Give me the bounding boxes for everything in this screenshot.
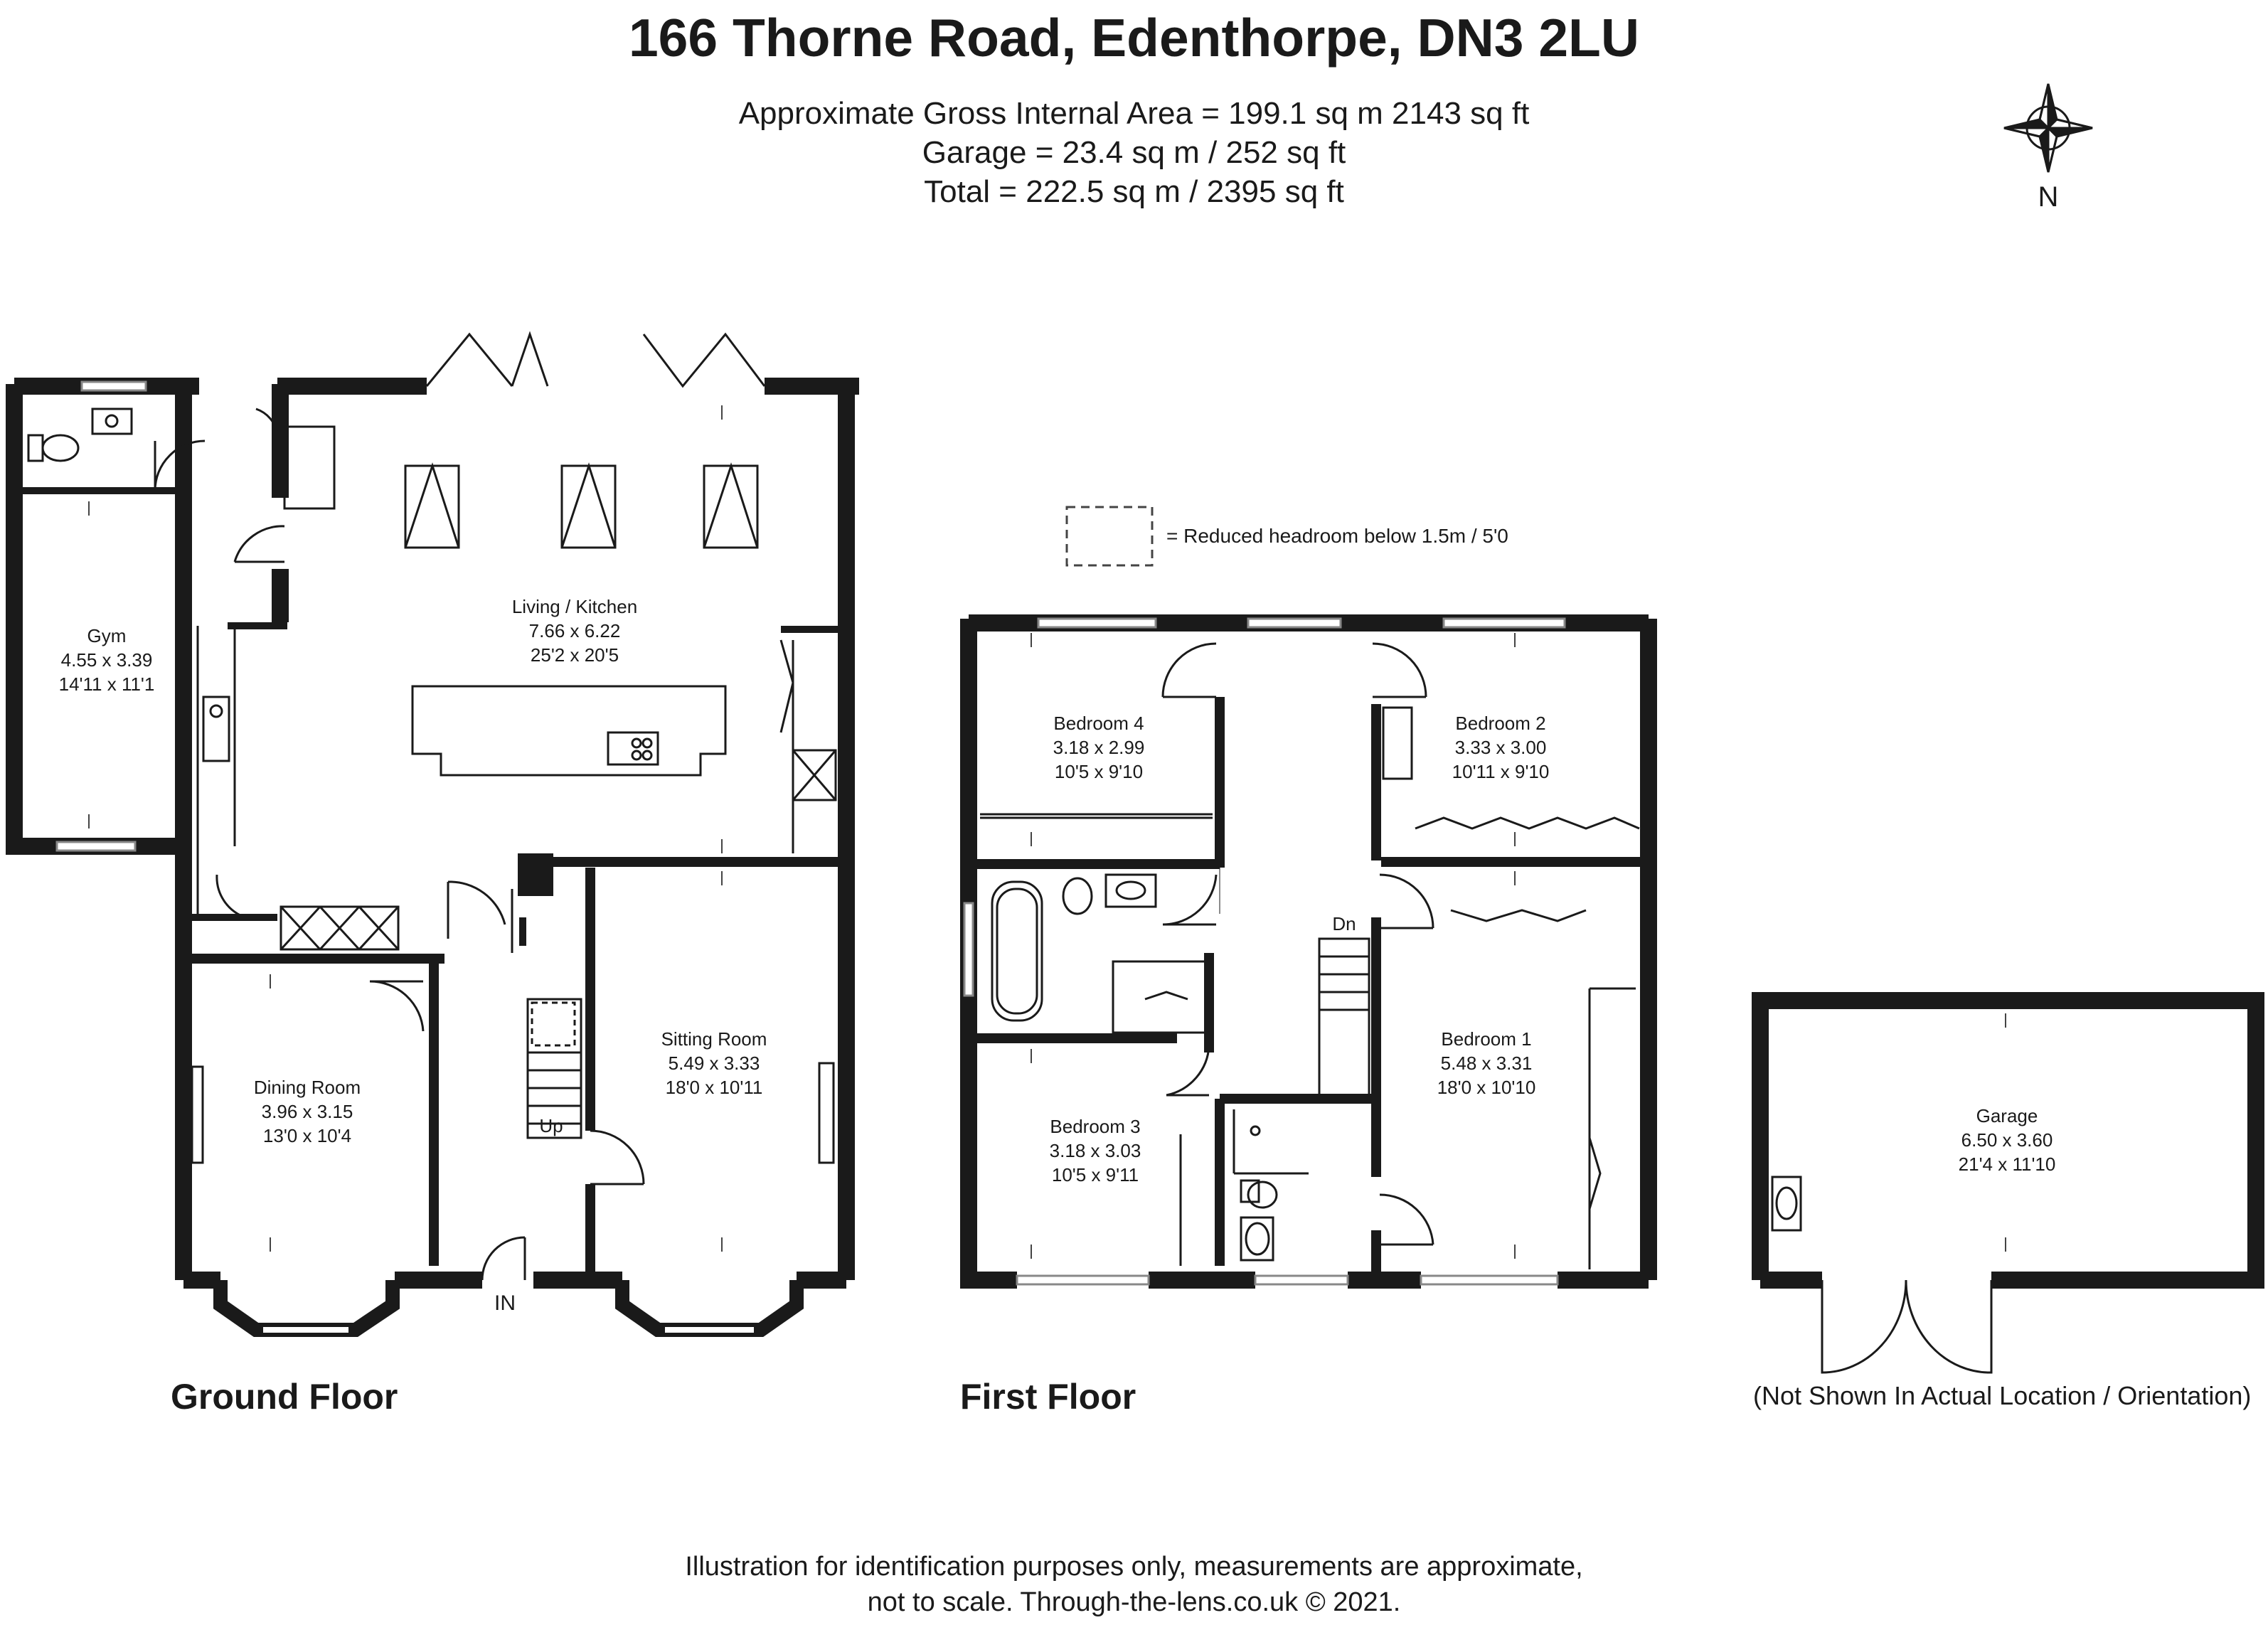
ground-floor-walls	[6, 378, 859, 1289]
first-floor-door-swings	[1161, 642, 1434, 1246]
kitchen-units-right	[779, 639, 837, 853]
bedroom4-metric: 3.18 x 2.99	[1053, 737, 1145, 758]
garage-walls	[1752, 992, 2264, 1289]
ground-stairs-label: Up	[539, 1115, 563, 1136]
garage-imperial: 21'4 x 11'10	[1959, 1153, 2056, 1175]
ground-floor-windows	[55, 380, 147, 852]
living-kitchen-metric: 7.66 x 6.22	[529, 620, 621, 641]
hallway-cupboards	[279, 905, 400, 951]
compass-icon	[2003, 83, 2093, 173]
bedroom4-name: Bedroom 4	[1053, 713, 1144, 734]
sitting-room-name: Sitting Room	[661, 1028, 767, 1050]
garage-location-note: (Not Shown In Actual Location / Orientat…	[1753, 1381, 2252, 1410]
bedroom1-imperial: 18'0 x 10'10	[1437, 1077, 1536, 1098]
first-stairs-label: Dn	[1332, 913, 1356, 934]
first-floor-label: First Floor	[960, 1377, 1136, 1417]
reduced-headroom-legend-text: = Reduced headroom below 1.5m / 5'0	[1166, 525, 1508, 547]
skylight-icons	[404, 462, 759, 549]
disclaimer: Illustration for identification purposes…	[0, 1549, 2268, 1620]
total-area: Total = 222.5 sq m / 2395 sq ft	[924, 174, 1344, 209]
kitchen-island	[411, 685, 727, 777]
ground-floor-label: Ground Floor	[171, 1377, 398, 1417]
gym-metric: 4.55 x 3.39	[61, 649, 153, 671]
dining-room-metric: 3.96 x 3.15	[262, 1101, 353, 1122]
plan-title: 166 Thorne Road, Edenthorpe, DN3 2LU	[628, 8, 1640, 68]
dimension-arrows	[88, 405, 2006, 1259]
first-floor-stairs	[1318, 937, 1370, 1097]
bedroom4-imperial: 10'5 x 9'10	[1055, 761, 1143, 782]
family-bathroom	[991, 873, 1207, 1034]
disclaimer-line-2: not to scale. Through-the-lens.co.uk © 2…	[867, 1587, 1401, 1617]
garage-metric: 6.50 x 3.60	[1961, 1129, 2053, 1151]
disclaimer-line-1: Illustration for identification purposes…	[685, 1552, 1583, 1582]
sitting-room-imperial: 18'0 x 10'11	[666, 1077, 763, 1098]
living-kitchen-name: Living / Kitchen	[512, 596, 637, 617]
bifold-door-icon	[425, 331, 766, 388]
compass-north-label: N	[2038, 181, 2059, 213]
ground-floor-bay-windows	[213, 1280, 804, 1337]
bedroom1-name: Bedroom 1	[1441, 1028, 1531, 1050]
entrance-label: IN	[494, 1291, 516, 1315]
room-labels: Gym 4.55 x 3.39 14'11 x 11'1 Living / Ki…	[59, 596, 2056, 1315]
gross-internal-area: Approximate Gross Internal Area = 199.1 …	[738, 96, 1530, 131]
en-suite	[1233, 1109, 1309, 1262]
downstairs-wc	[27, 407, 336, 510]
garage-area: Garage = 23.4 sq m / 252 sq ft	[922, 135, 1346, 170]
first-floor-windows	[963, 617, 1566, 1286]
bedroom3-metric: 3.18 x 3.03	[1050, 1140, 1141, 1161]
bedroom2-imperial: 10'11 x 9'10	[1452, 761, 1550, 782]
sitting-room-metric: 5.49 x 3.33	[669, 1053, 760, 1074]
gym-imperial: 14'11 x 11'1	[59, 673, 155, 695]
living-kitchen-imperial: 25'2 x 20'5	[531, 644, 619, 666]
kitchen-counter	[196, 626, 236, 917]
garage-name: Garage	[1976, 1105, 2038, 1126]
ground-floor-door-swings	[154, 407, 645, 1281]
radiators-ground	[191, 1062, 835, 1164]
dining-room-imperial: 13'0 x 10'4	[263, 1125, 351, 1146]
bedroom1-metric: 5.48 x 3.31	[1441, 1053, 1533, 1074]
ground-floor-stairs	[526, 998, 582, 1139]
bedroom3-name: Bedroom 3	[1050, 1116, 1140, 1137]
wardrobes	[980, 706, 1640, 1269]
reduced-headroom-legend-swatch	[1065, 506, 1154, 567]
bedroom3-imperial: 10'5 x 9'11	[1052, 1164, 1139, 1185]
garage-fittings	[1771, 1176, 1993, 1374]
dining-room-name: Dining Room	[254, 1077, 361, 1098]
bedroom2-metric: 3.33 x 3.00	[1455, 737, 1547, 758]
bedroom2-name: Bedroom 2	[1455, 713, 1545, 734]
gym-name: Gym	[87, 625, 127, 646]
